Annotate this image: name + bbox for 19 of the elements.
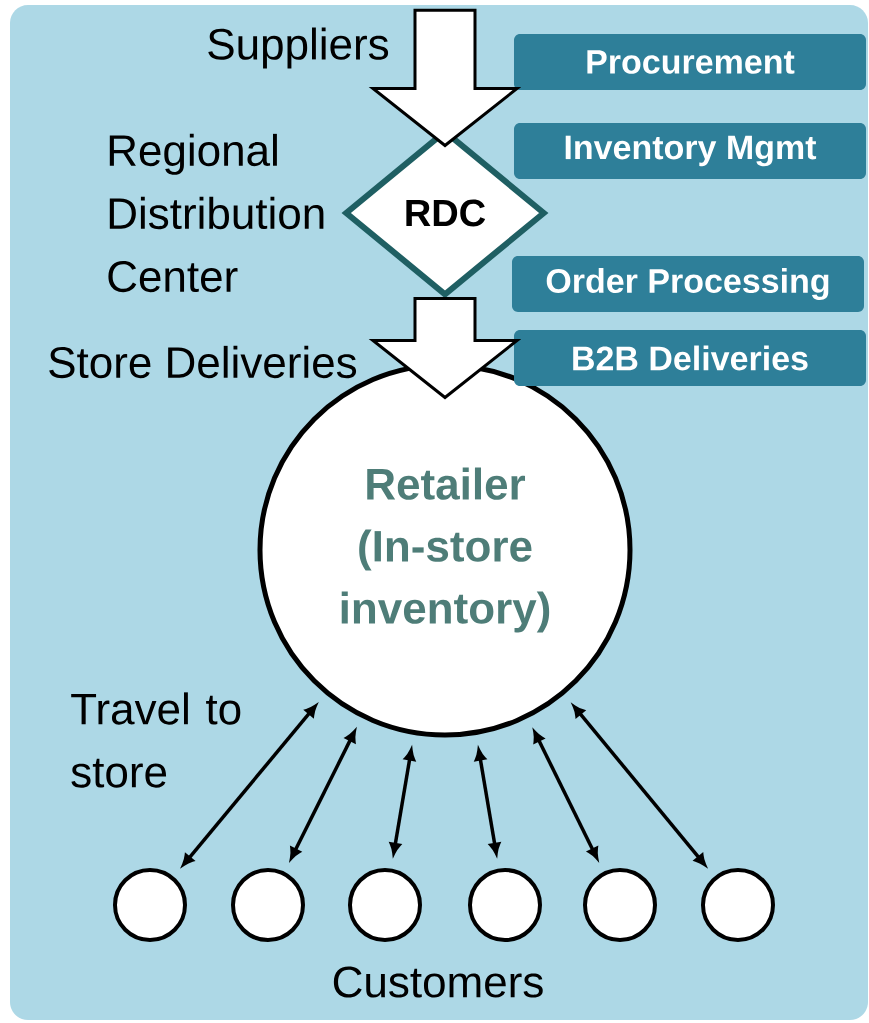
double-arrow (572, 705, 707, 866)
function-box: Inventory Mgmt (514, 123, 866, 179)
customer-circle (468, 868, 542, 942)
customer-circle (348, 868, 422, 942)
function-box: Order Processing (512, 256, 864, 312)
text-label: Customers (333, 966, 543, 998)
node-caption: Regional Distribution Center (108, 133, 324, 293)
function-box: Procurement (514, 34, 866, 90)
source-label: Suppliers (208, 27, 389, 69)
double-arrow (182, 704, 317, 867)
block-arrow (368, 297, 522, 400)
customer-circle (113, 868, 187, 942)
edge-label: Store Deliveries (49, 345, 357, 379)
function-box: B2B Deliveries (514, 330, 866, 386)
customer-circle (701, 868, 775, 942)
text-label: Travel to store (71, 692, 241, 788)
customer-circle (231, 868, 305, 942)
block-arrow (368, 8, 522, 148)
customer-circle (583, 868, 657, 942)
